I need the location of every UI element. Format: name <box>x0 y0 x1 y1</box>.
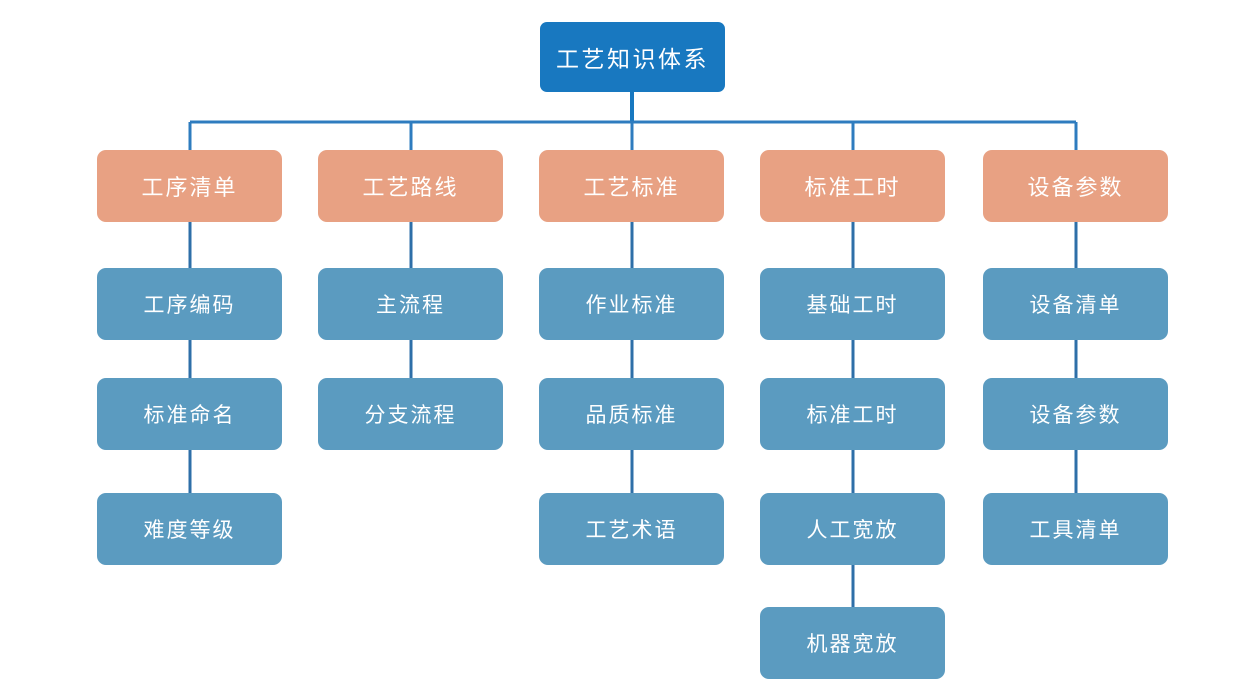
node-leaf-4-2[interactable]: 标准工时 <box>760 378 945 450</box>
node-leaf-4-3[interactable]: 人工宽放 <box>760 493 945 565</box>
node-leaf-3-2[interactable]: 品质标准 <box>539 378 724 450</box>
node-branch-5[interactable]: 设备参数 <box>983 150 1168 222</box>
node-leaf-2-2[interactable]: 分支流程 <box>318 378 503 450</box>
node-leaf-5-3[interactable]: 工具清单 <box>983 493 1168 565</box>
node-leaf-2-1[interactable]: 主流程 <box>318 268 503 340</box>
node-leaf-5-1[interactable]: 设备清单 <box>983 268 1168 340</box>
node-root[interactable]: 工艺知识体系 <box>540 22 725 92</box>
node-leaf-5-2[interactable]: 设备参数 <box>983 378 1168 450</box>
node-branch-2[interactable]: 工艺路线 <box>318 150 503 222</box>
node-branch-1[interactable]: 工序清单 <box>97 150 282 222</box>
node-leaf-1-3[interactable]: 难度等级 <box>97 493 282 565</box>
node-branch-4[interactable]: 标准工时 <box>760 150 945 222</box>
node-leaf-3-3[interactable]: 工艺术语 <box>539 493 724 565</box>
node-leaf-4-4[interactable]: 机器宽放 <box>760 607 945 679</box>
node-leaf-3-1[interactable]: 作业标准 <box>539 268 724 340</box>
node-leaf-1-1[interactable]: 工序编码 <box>97 268 282 340</box>
node-leaf-4-1[interactable]: 基础工时 <box>760 268 945 340</box>
node-leaf-1-2[interactable]: 标准命名 <box>97 378 282 450</box>
node-branch-3[interactable]: 工艺标准 <box>539 150 724 222</box>
